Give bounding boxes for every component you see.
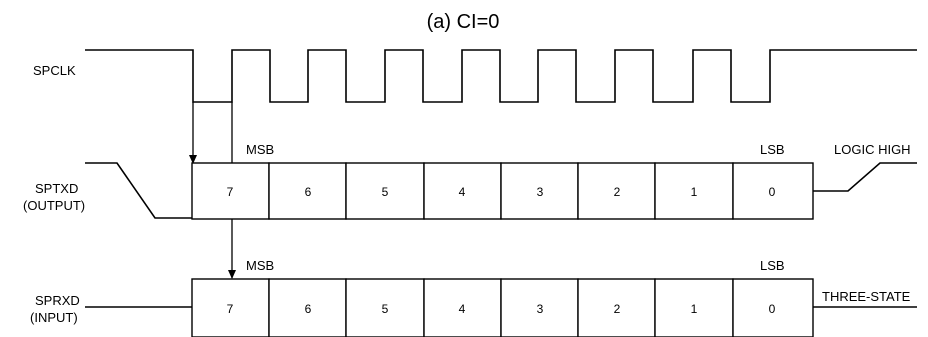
sptxd-bit-cell [732, 162, 814, 220]
sprxd-bit-cell [577, 278, 656, 337]
sprxd-sublabel: (INPUT) [30, 310, 78, 325]
sprxd-bit-cell [732, 278, 814, 337]
sptxd-bit-4: 4 [459, 185, 466, 199]
sptxd-lsb-label: LSB [760, 142, 785, 157]
sptxd-bit-cell [268, 162, 347, 220]
spclk-waveform [85, 49, 917, 103]
sprxd-label: SPRXD [35, 293, 80, 308]
sptxd-end-state: LOGIC HIGH [834, 142, 911, 157]
sptxd-lead-wave [85, 162, 192, 219]
sptxd-bit-cell [191, 162, 270, 220]
sptxd-bit-cell [654, 162, 734, 220]
sprxd-bit-cell [345, 278, 425, 337]
spclk-label: SPCLK [33, 63, 76, 78]
sptxd-msb-label: MSB [246, 142, 274, 157]
sprxd-bit-cell [423, 278, 502, 337]
sprxd-bit-0: 0 [769, 302, 776, 316]
sprxd-bit-2: 2 [614, 302, 621, 316]
sptxd-sublabel: (OUTPUT) [23, 198, 85, 213]
sprxd-bit-cells: 7 6 5 4 3 2 1 0 [191, 278, 814, 337]
sprxd-bit-4: 4 [459, 302, 466, 316]
sptxd-bit-3: 3 [537, 185, 544, 199]
sprxd-msb-label: MSB [246, 258, 274, 273]
sptxd-bit-cell [345, 162, 425, 220]
sptxd-label: SPTXD [35, 181, 78, 196]
sprxd-lsb-label: LSB [760, 258, 785, 273]
sptxd-bit-cells: 7 6 5 4 3 2 1 0 [191, 162, 814, 220]
sptxd-trail-wave [813, 162, 917, 192]
sptxd-bit-5: 5 [382, 185, 389, 199]
sprxd-bit-1: 1 [691, 302, 698, 316]
sptxd-bit-cell [577, 162, 656, 220]
sprxd-bit-5: 5 [382, 302, 389, 316]
sptxd-bit-1: 1 [691, 185, 698, 199]
sprxd-end-state: THREE-STATE [822, 289, 911, 304]
sptxd-bit-2: 2 [614, 185, 621, 199]
sptxd-bit-cell [423, 162, 502, 220]
sptxd-bit-7: 7 [227, 185, 234, 199]
sprxd-bit-cell [268, 278, 347, 337]
sptxd-bit-6: 6 [305, 185, 312, 199]
diagram-title: (a) CI=0 [427, 11, 500, 33]
sprxd-bit-6: 6 [305, 302, 312, 316]
sprxd-bit-7: 7 [227, 302, 234, 316]
sprxd-bit-3: 3 [537, 302, 544, 316]
sprxd-bit-cell [654, 278, 734, 337]
sptxd-bit-0: 0 [769, 185, 776, 199]
